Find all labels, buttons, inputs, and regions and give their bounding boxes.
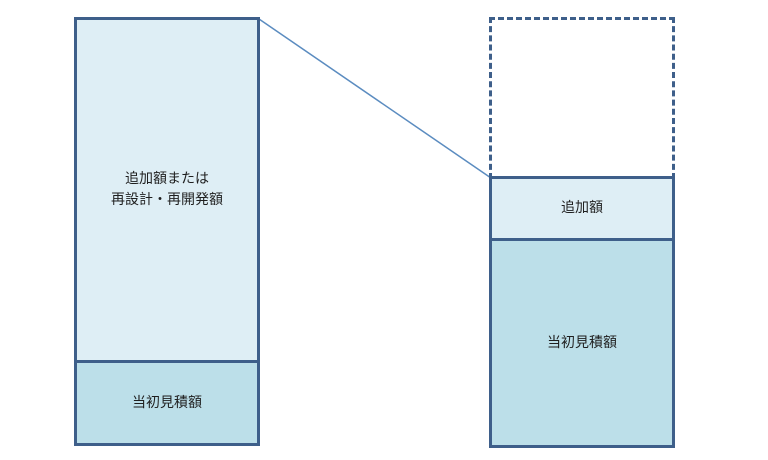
left-bar-lower-label: 当初見積額 <box>132 394 202 411</box>
right-bar-dashed-outline <box>489 17 675 179</box>
left-bar-upper-segment: 追加額または 再設計・再開発額 <box>74 17 260 363</box>
right-bar-lower-segment: 当初見積額 <box>489 238 675 448</box>
left-bar-lower-segment: 当初見積額 <box>74 360 260 446</box>
right-bar-upper-label: 追加額 <box>561 200 603 216</box>
right-bar-upper-segment: 追加額 <box>489 176 675 241</box>
connector-line <box>258 18 492 179</box>
left-bar-upper-label: 追加額または 再設計・再開発額 <box>111 171 223 208</box>
right-bar-lower-label: 当初見積額 <box>547 334 617 351</box>
